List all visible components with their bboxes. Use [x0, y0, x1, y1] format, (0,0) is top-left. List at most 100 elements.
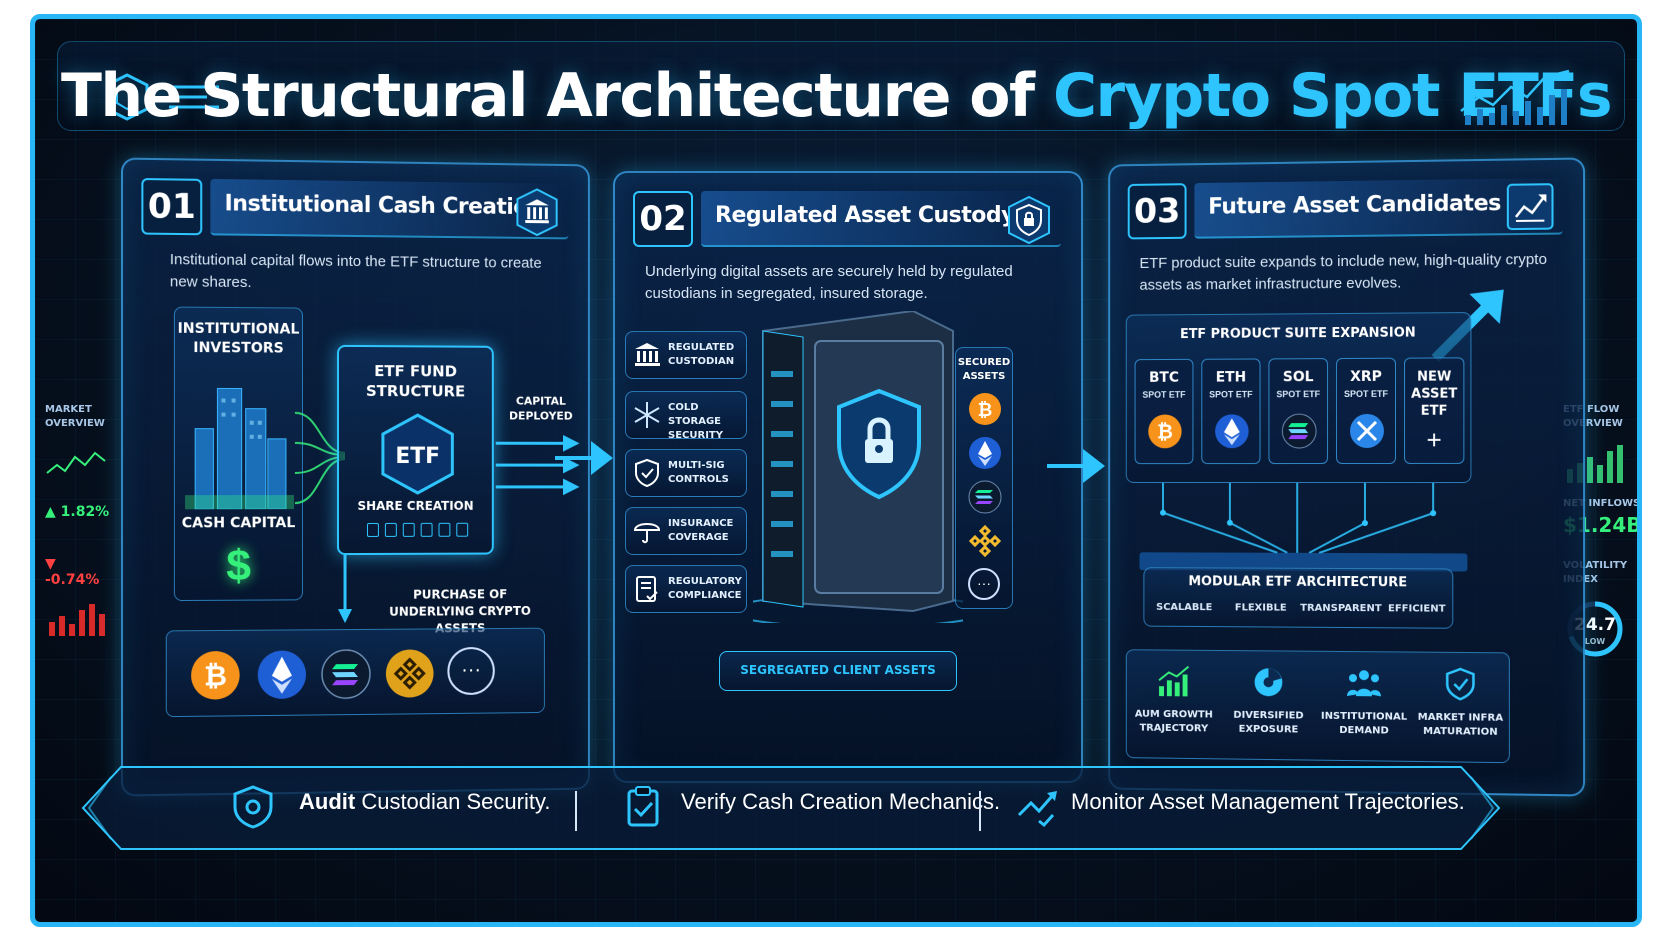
bitcoin-icon: ₿: [1148, 414, 1182, 449]
footer-text: Monitor Asset Management Trajectories.: [1071, 789, 1465, 814]
snowflake-icon: [634, 402, 660, 428]
city-buildings-icon: [185, 368, 294, 510]
feature-label: COLD STORAGE SECURITY: [668, 402, 723, 441]
stat-label: INSTITUTIONAL DEMAND: [1320, 710, 1408, 737]
footer-frame: [81, 766, 1501, 850]
bitcoin-icon: ₿: [191, 650, 240, 700]
etf-flow-label: ETF FLOW OVERVIEW: [1563, 404, 1623, 429]
plus-icon: +: [1426, 424, 1442, 455]
institutional-investors-box: INSTITUTIONAL INVESTORS CASH CAPITAL $: [173, 306, 303, 602]
cube-icon: [105, 73, 219, 121]
feature-label: INSURANCE COVERAGE: [668, 518, 734, 543]
dollar-icon: $: [226, 541, 251, 591]
shield-gear-icon: [233, 785, 273, 829]
bnb-icon: [385, 649, 434, 698]
stat-label: AUM GROWTH TRAJECTORY: [1134, 708, 1213, 735]
tile-ticker: BTC: [1149, 369, 1179, 386]
footer-item-monitor: Monitor Asset Management Trajectories.: [1071, 789, 1465, 815]
modular-etf-architecture-box: MODULAR ETF ARCHITECTURE SCALABLE FLEXIB…: [1143, 567, 1454, 629]
etf-fund-structure-label: ETF FUND STRUCTURE: [365, 362, 466, 401]
bnb-icon: [968, 524, 1002, 558]
solana-icon: [968, 480, 1002, 514]
umbrella-icon: [633, 523, 661, 544]
share-block: [402, 522, 415, 537]
purchase-arrow: [337, 555, 352, 623]
modular-sub-label: SCALABLE: [1156, 601, 1213, 614]
etf-tile-eth: ETH SPOT ETF: [1201, 358, 1261, 465]
red-bars-icon: [49, 604, 105, 636]
etf-tile-btc: BTC SPOT ETF ₿: [1134, 358, 1194, 465]
panel-title: Future Asset Candidates: [1208, 190, 1501, 220]
bank-icon: [635, 343, 660, 366]
stock-chart-icon: [1460, 69, 1570, 125]
market-up-value: ▲ 1.82%: [45, 504, 110, 520]
bar-growth-icon: [1156, 664, 1191, 697]
volatility-level: LOW: [1584, 637, 1606, 646]
svg-text:₿: ₿: [978, 400, 993, 421]
footer-item-verify: Verify Cash Creation Mechanics.: [681, 789, 1000, 815]
shield-check-icon: [635, 458, 659, 488]
panel-title: Regulated Asset Custody: [715, 203, 1015, 228]
market-overview-widget: MARKET OVERVIEW ▲ 1.82% ▼ -0.74%: [45, 403, 115, 643]
bitcoin-icon: ₿: [969, 393, 1001, 425]
etf-product-suite-label: ETF PRODUCT SUITE EXPANSION: [1179, 325, 1416, 343]
xrp-icon: [1349, 413, 1384, 448]
outlook-stats-box: AUM GROWTH TRAJECTORY DIVERSIFIED EXPOSU…: [1125, 649, 1510, 764]
tile-ticker: SOL: [1282, 369, 1314, 386]
trend-check-icon: [1017, 791, 1057, 828]
panel-title-box: Regulated Asset Custody: [701, 191, 1061, 247]
panel-description: Institutional capital flows into the ETF…: [169, 251, 542, 292]
feature-label: REGULATORY COMPLIANCE: [668, 576, 742, 601]
share-block: [438, 522, 451, 537]
stat-label: DIVERSIFIED EXPOSURE: [1233, 709, 1304, 736]
secured-assets-label: SECURED ASSETS: [957, 357, 1011, 382]
ethereum-icon: [969, 437, 1001, 469]
panel-title: Institutional Cash Creation: [224, 191, 543, 221]
footer-text: Custodian Security.: [355, 789, 551, 814]
panel-institutional-cash-creation: 01 Institutional Cash Creation Instituti…: [120, 157, 590, 797]
title-highlight: Crypto Spot ETFs: [1052, 61, 1613, 131]
panel-description: Underlying digital assets are securely h…: [645, 263, 1013, 302]
segregated-client-assets-box: SEGREGATED CLIENT ASSETS: [719, 651, 957, 691]
people-icon: [1346, 670, 1381, 697]
panel-number: 01: [141, 178, 203, 236]
capital-deployed-label: CAPITAL DEPLOYED: [509, 394, 573, 423]
action-footer: Audit Custodian Security. Verify Cash Cr…: [81, 765, 1501, 851]
stat-label: MARKET INFRA MATURATION: [1417, 711, 1504, 738]
footer-item-audit: Audit Custodian Security.: [299, 789, 550, 815]
stat-aum-growth: AUM GROWTH TRAJECTORY: [1127, 658, 1221, 752]
footer-text: Verify Cash Creation Mechanics.: [681, 789, 1001, 814]
page-title: The Structural Architecture of Crypto Sp…: [60, 61, 1613, 131]
pie-chart-icon: [1254, 668, 1283, 697]
ethereum-icon: [257, 650, 307, 700]
tile-subtitle: SPOT ETF: [1343, 388, 1388, 400]
more-icon: ···: [447, 646, 495, 696]
panel-title-box: Institutional Cash Creation: [210, 178, 569, 240]
etf-tile-sol: SOL SPOT ETF: [1268, 358, 1329, 465]
stat-market-infra: MARKET INFRA MATURATION: [1412, 661, 1509, 757]
net-inflows-label: NET INFLOWS: [1563, 498, 1641, 509]
share-block: [366, 522, 379, 537]
footer-bold: Audit: [299, 789, 356, 814]
feature-regulated-custodian: REGULATED CUSTODIAN: [625, 331, 747, 379]
footer-divider: [979, 791, 981, 831]
infographic-frame: The Structural Architecture of Crypto Sp…: [30, 14, 1642, 927]
header-bar: [57, 41, 1625, 131]
share-blocks: [366, 522, 469, 537]
document-check-icon: [636, 576, 658, 602]
feature-multisig: MULTI-SIG CONTROLS: [625, 449, 747, 497]
share-block: [420, 522, 433, 537]
panel-regulated-asset-custody: 02 Regulated Asset Custody Underlying di…: [613, 171, 1083, 783]
share-block: [384, 522, 397, 537]
feature-label: REGULATED CUSTODIAN: [668, 342, 735, 367]
etf-fund-structure-box: ETF FUND STRUCTURE ETF SHARE CREATION: [337, 344, 494, 556]
flow-arrow-2-3: [1047, 449, 1105, 483]
modular-sub-label: TRANSPARENT: [1300, 602, 1382, 615]
share-block: [456, 522, 469, 537]
footer-divider: [575, 791, 577, 831]
growth-chart-icon: [1504, 180, 1557, 233]
more-icon: ···: [968, 568, 1000, 600]
etf-product-suite-box: ETF PRODUCT SUITE EXPANSION BTC SPOT ETF…: [1125, 312, 1472, 484]
svg-text:₿: ₿: [1157, 420, 1173, 443]
share-creation-label: SHARE CREATION: [357, 498, 474, 514]
